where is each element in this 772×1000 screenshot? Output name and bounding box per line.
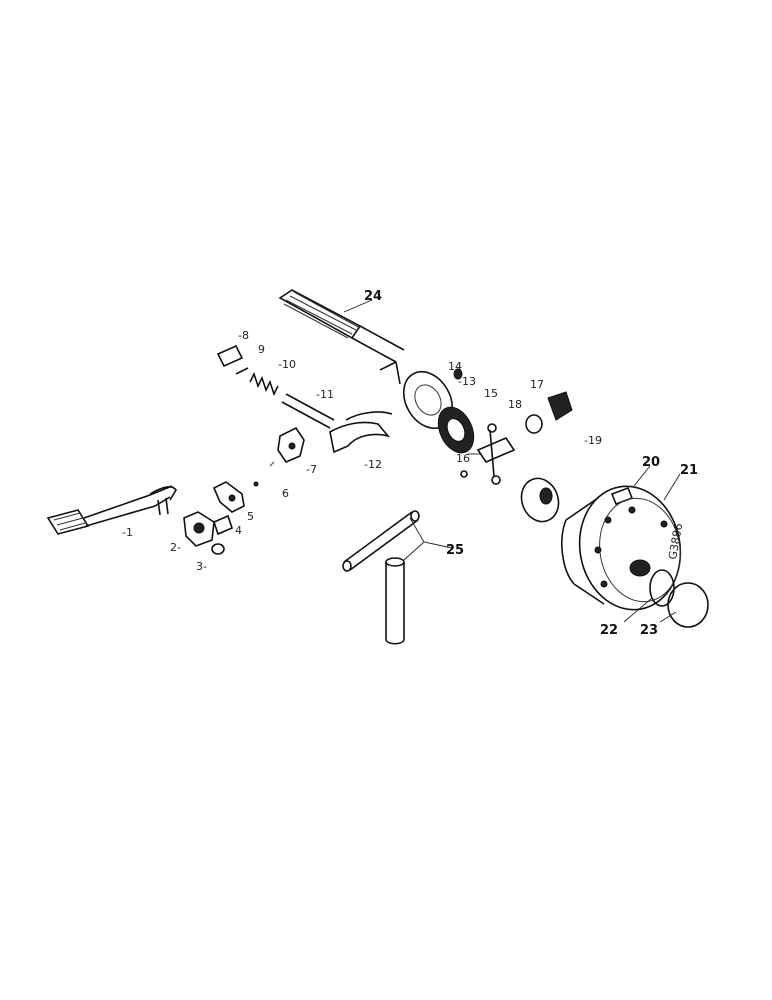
part-2-bracket: [183, 511, 215, 547]
part-8-sleeve: [216, 344, 244, 368]
part-4-bushing: [213, 514, 233, 536]
label-3: 3-: [196, 560, 207, 573]
part-15-gear: [437, 406, 475, 454]
part-10-spring: [249, 371, 279, 397]
label-15: 15: [484, 387, 498, 400]
label-6: 6: [282, 487, 289, 500]
label-25: 25: [446, 543, 464, 558]
part-14-snap-ring: [453, 368, 463, 380]
label-13: -13: [458, 375, 476, 388]
part-1-pedal-lever: [46, 485, 177, 535]
part-16-spider: [460, 423, 516, 485]
label-17: 17: [530, 378, 544, 391]
label-2: 2-: [170, 541, 181, 554]
label-4: 4: [235, 524, 242, 537]
part-17-pinion: [547, 391, 573, 421]
part-6-pin: [253, 461, 275, 487]
label-16: 16: [456, 452, 470, 465]
part-11-shaft: [281, 393, 335, 429]
label-11: -11: [316, 388, 334, 401]
label-21: 21: [680, 463, 698, 478]
part-22-bearing: [649, 569, 675, 607]
label-1: -1: [122, 526, 133, 539]
part-19-side-gear: [520, 477, 560, 523]
label-20: 20: [642, 455, 660, 470]
label-9: 9: [258, 343, 265, 356]
part-23-o-ring: [667, 582, 709, 628]
leader-lines: [343, 299, 681, 623]
housing-code: G3886: [666, 522, 685, 560]
part-7-fork: [277, 426, 305, 463]
label-22: 22: [600, 623, 618, 638]
label-18: 18: [508, 398, 522, 411]
label-14: 14: [448, 360, 462, 373]
part-25-cross-pins: [342, 510, 420, 645]
part-5-arm: [212, 481, 245, 513]
label-23: 23: [640, 623, 658, 638]
label-19: -19: [584, 434, 602, 447]
part-9-pin: [235, 367, 249, 375]
label-24: 24: [364, 289, 382, 304]
part-20-lock-plate: [610, 486, 634, 506]
part-24-splined-shaft: [278, 289, 405, 385]
part-21-differential-housing: [561, 485, 682, 611]
label-5: 5: [247, 510, 254, 523]
label-7: -7: [306, 463, 317, 476]
label-8: -8: [238, 329, 249, 342]
label-12: -12: [364, 458, 382, 471]
part-18-washer: [525, 414, 543, 434]
part-12-shift-fork: [329, 411, 393, 454]
label-10: -10: [278, 358, 296, 371]
part-3-ring: [211, 543, 225, 555]
